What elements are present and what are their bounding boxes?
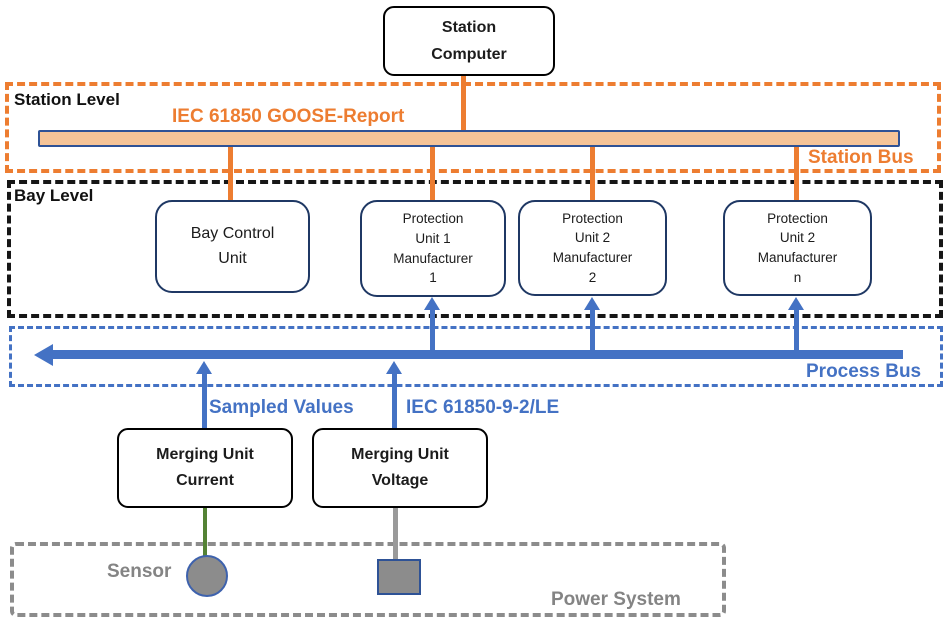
connector-mu-voltage-to-transducer [393, 508, 398, 560]
node-label-line: Protection [562, 210, 623, 226]
sensor-label: Sensor [107, 561, 172, 582]
power-system-label: Power System [551, 589, 681, 610]
protection-unit-1-node: Protection Unit 1 Manufacturer 1 [360, 200, 506, 297]
connector-process-bus-to-protection-1 [430, 309, 435, 359]
node-label-line: Unit 2 [779, 230, 816, 246]
node-label-line: Current [176, 472, 234, 489]
connector-station-bus-to-protection-1 [430, 143, 435, 201]
arrow-up-icon-protection-n [788, 297, 804, 310]
node-label-line: Protection [767, 210, 828, 226]
bay-level-label: Bay Level [14, 186, 94, 205]
voltage-transducer-square-icon [377, 559, 421, 595]
node-label-line: Station [441, 18, 497, 36]
node-label-line: n [793, 269, 802, 285]
node-label-line: Unit 2 [574, 230, 611, 246]
connector-process-bus-to-protection-n [794, 309, 799, 359]
station-level-label: Station Level [14, 90, 120, 109]
connector-process-bus-to-protection-2 [590, 309, 595, 359]
node-label-line: 2 [588, 269, 597, 285]
iec-61850-9-2-protocol-label: IEC 61850-9-2/LE [406, 397, 560, 418]
connector-station-computer-to-station-bus [461, 76, 466, 130]
process-bus-left-arrow-icon [34, 344, 53, 366]
merging-unit-voltage-node: Merging Unit Voltage [312, 428, 488, 508]
power-system-region [10, 542, 726, 617]
bay-level-region [7, 180, 943, 318]
arrow-up-icon-protection-2 [584, 297, 600, 310]
node-label-line: Unit 1 [415, 230, 451, 246]
merging-unit-current-node: Merging Unit Current [117, 428, 293, 508]
node-label-line: Computer [431, 46, 507, 63]
node-label-line: Protection [402, 211, 464, 227]
connector-station-bus-to-protection-n [794, 143, 799, 201]
connector-mu-current-to-process-bus [202, 373, 207, 428]
node-label-line: 1 [429, 270, 437, 286]
bay-control-unit-node: Bay Control Unit [155, 200, 310, 293]
process-bus-region [9, 326, 943, 387]
node-label-line: Manufacturer [393, 250, 473, 266]
node-label-line: Manufacturer [552, 250, 633, 265]
process-bus-label: Process Bus [806, 361, 922, 382]
station-computer-node: Station Computer [383, 6, 555, 76]
sampled-values-label: Sampled Values [209, 397, 354, 418]
protection-unit-n-node: Protection Unit 2 Manufacturer n [723, 200, 872, 296]
node-label-line: Voltage [371, 472, 429, 489]
node-label-line: Merging Unit [156, 446, 254, 464]
arrow-up-icon-mu-voltage [386, 361, 402, 374]
process-bus-line [52, 350, 903, 359]
protection-unit-2-node: Protection Unit 2 Manufacturer 2 [518, 200, 667, 296]
current-sensor-circle-icon [186, 555, 228, 597]
node-label-line: Merging Unit [351, 446, 449, 464]
arrow-up-icon-mu-current [196, 361, 212, 374]
node-label-line: Bay Control [190, 224, 275, 242]
goose-report-protocol-label: IEC 61850 GOOSE-Report [172, 106, 405, 127]
station-bus-label: Station Bus [808, 147, 914, 168]
connector-mu-current-to-sensor [203, 508, 207, 556]
node-label-line: Unit [218, 249, 247, 267]
connector-mu-voltage-to-process-bus [392, 373, 397, 428]
connector-station-bus-to-bay-control [228, 143, 233, 201]
node-label-line: Manufacturer [757, 250, 838, 265]
station-level-region [5, 82, 941, 173]
station-bus-bar [38, 130, 900, 147]
arrow-up-icon-protection-1 [424, 297, 440, 310]
connector-station-bus-to-protection-2 [590, 143, 595, 201]
